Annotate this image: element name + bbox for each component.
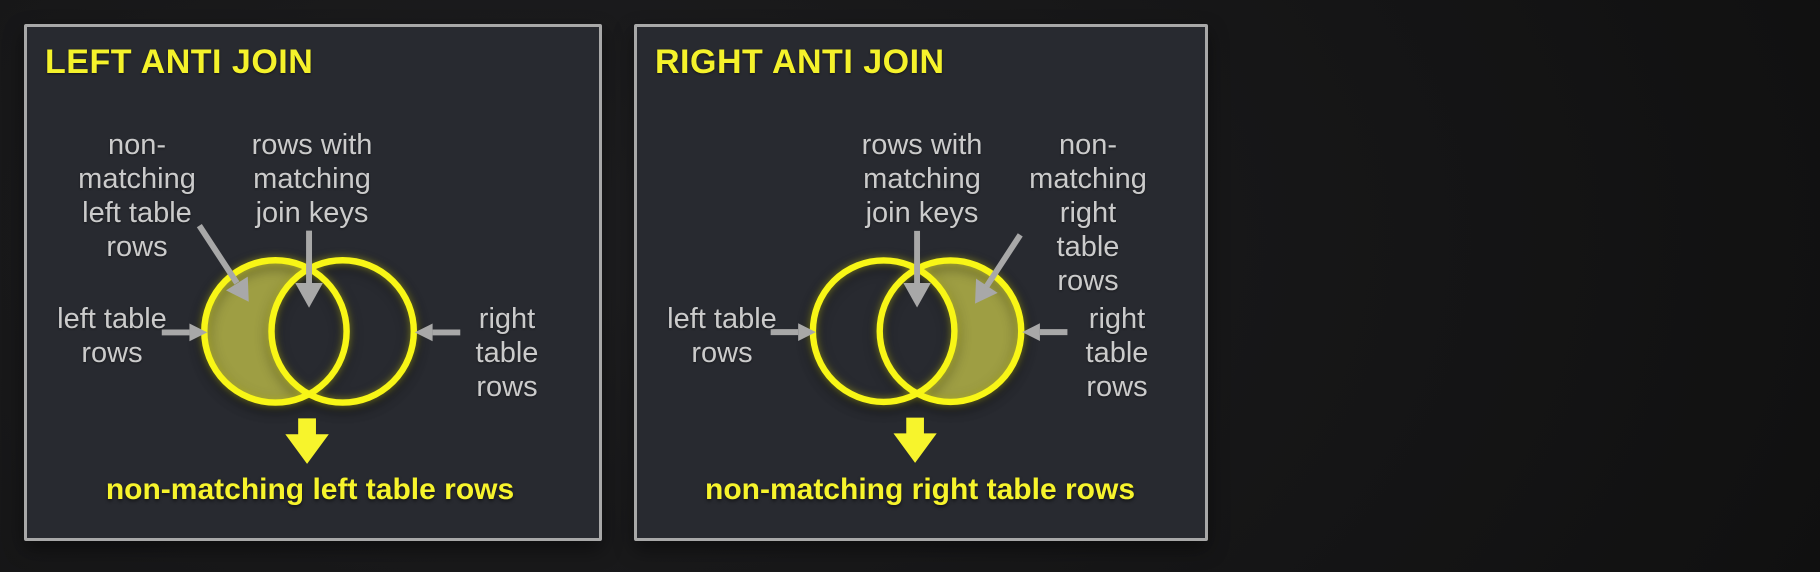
- label-left-table-rows: left table rows: [667, 303, 777, 369]
- label-non-matching-rows: non- matching right table rows: [1029, 129, 1147, 297]
- right-table-arrow-head: [414, 323, 433, 342]
- gray-arrows: [770, 230, 1068, 341]
- label-right-table-rows: right table rows: [1085, 303, 1149, 403]
- left-table-arrow-head: [798, 323, 816, 341]
- panel-title: LEFT ANTI JOIN: [45, 43, 314, 81]
- label-matching-join-keys: rows with matching join keys: [861, 129, 983, 229]
- intersection-arrow-head: [295, 282, 323, 308]
- result-label: non-matching left table rows: [105, 473, 515, 506]
- crescent-arrow-head: [226, 276, 249, 302]
- venn-diagram-left-anti: [161, 224, 461, 464]
- right-table-arrow-head: [1022, 323, 1040, 341]
- crescent-arrow-line: [196, 224, 240, 285]
- right-circle: [268, 257, 418, 406]
- gray-arrows: [161, 224, 461, 342]
- left-table-arrow-head: [189, 323, 208, 342]
- label-right-table-rows: right table rows: [475, 303, 539, 403]
- result-down-arrow-icon: [893, 417, 937, 463]
- venn-diagram-right-anti: [770, 230, 1068, 463]
- right-circle: [876, 257, 1025, 406]
- panel-left-anti-join: LEFT ANTI JOIN non- matching left table …: [24, 24, 602, 541]
- result-label: non-matching right table rows: [704, 473, 1136, 506]
- label-left-table-rows: left table rows: [57, 303, 167, 369]
- panel-title: RIGHT ANTI JOIN: [655, 43, 945, 81]
- panel-right-anti-join: RIGHT ANTI JOIN rows with matching join …: [634, 24, 1208, 541]
- crescent-arrow-head: [975, 278, 998, 304]
- label-non-matching-rows: non- matching left table rows: [78, 129, 196, 263]
- label-matching-join-keys: rows with matching join keys: [251, 129, 373, 229]
- intersection-arrow-head: [903, 282, 931, 308]
- result-down-arrow-icon: [285, 418, 329, 464]
- crescent-arrow-line: [984, 233, 1023, 288]
